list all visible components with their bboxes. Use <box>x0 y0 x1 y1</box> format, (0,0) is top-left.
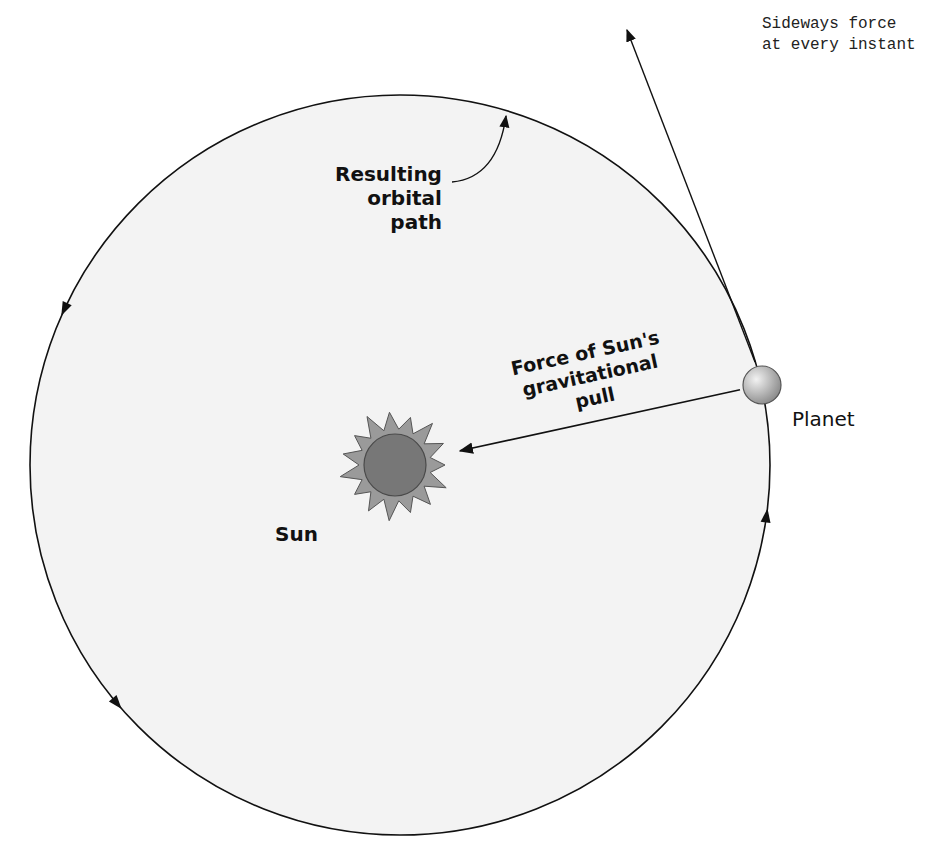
sideways-force-arrow <box>627 30 755 362</box>
sun-disc <box>364 434 426 496</box>
label-holder: Resulting orbital path <box>335 162 442 234</box>
node-text: Sun <box>275 522 318 546</box>
edge-label-holder: Force of Sun's gravitational pull <box>505 341 675 409</box>
orbit-direction-arrow <box>61 301 71 316</box>
orbit-circle <box>30 95 770 835</box>
planet-shape <box>740 363 861 443</box>
force-label: Sideways force at every instant <box>762 14 920 56</box>
sun-rays <box>340 412 446 520</box>
leader-line <box>452 116 506 182</box>
label-holder: Sideways force at every instant <box>762 14 920 56</box>
sun-node: Sun <box>270 400 460 560</box>
orbit-direction-arrow <box>761 509 771 523</box>
orbit-direction-arrow <box>109 695 122 709</box>
node-text: Planet <box>792 407 855 431</box>
planet-node: Planet <box>740 363 861 443</box>
planet-ball <box>743 366 781 404</box>
path-label: Resulting orbital path <box>335 162 442 234</box>
